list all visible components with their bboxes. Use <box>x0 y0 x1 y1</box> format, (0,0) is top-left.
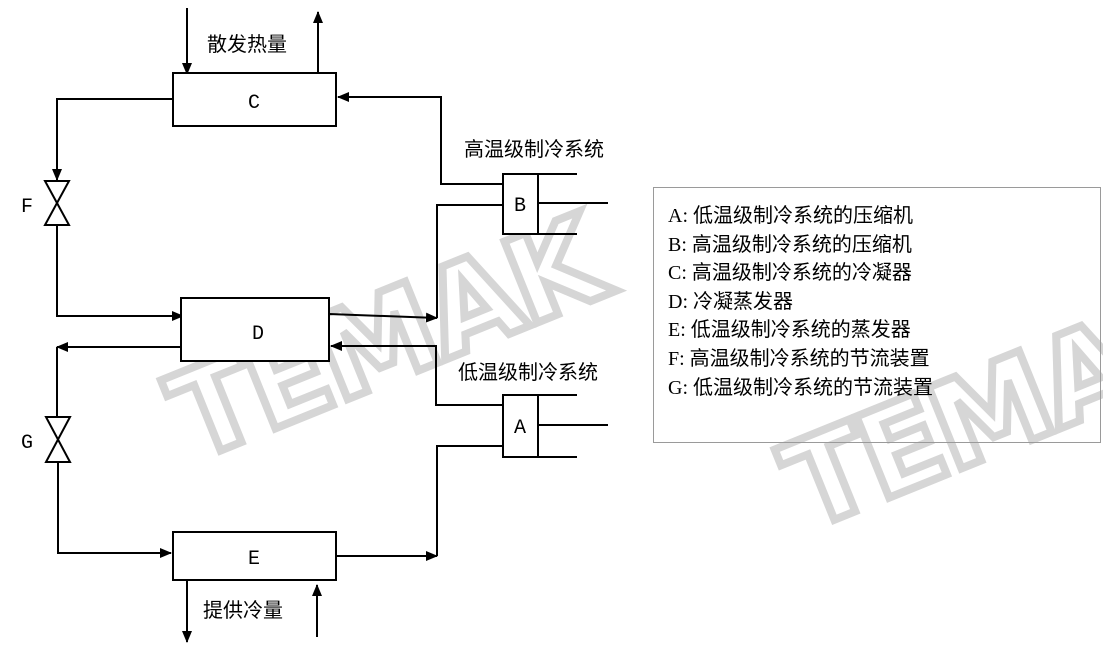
legend-item-e: E: 低温级制冷系统的蒸发器 <box>668 319 911 342</box>
throttle-valve-f <box>43 180 71 226</box>
legend-box: A: 低温级制冷系统的压缩机 B: 高温级制冷系统的压缩机 C: 高温级制冷系统… <box>653 187 1101 443</box>
legend-item-c: C: 高温级制冷系统的冷凝器 <box>668 262 912 285</box>
legend-item-a: A: 低温级制冷系统的压缩机 <box>668 205 913 227</box>
legend-item-f: F: 高温级制冷系统的节流装置 <box>668 347 930 370</box>
pipe-f-to-d <box>56 225 184 321</box>
legend-item-g: G: 低温级制冷系统的节流装置 <box>668 376 933 399</box>
pipe-d-to-b <box>436 204 503 318</box>
throttle-valve-g <box>44 416 72 463</box>
pipe-c-to-f <box>52 98 173 181</box>
compressor-b-label: B <box>514 195 526 218</box>
legend-item-d: D: 冷凝蒸发器 <box>668 290 793 313</box>
compressor-a-label: A <box>514 417 526 440</box>
high-stage-label: 高温级制冷系统 <box>464 137 604 161</box>
pipe-g-to-e <box>57 462 172 558</box>
legend-item-b: B: 高温级制冷系统的压缩机 <box>668 233 912 256</box>
heat-out-label: 散发热量 <box>207 32 287 56</box>
low-stage-label: 低温级制冷系统 <box>458 360 598 384</box>
cold-supply-label: 提供冷量 <box>203 598 283 622</box>
cascade-condenser-d <box>180 297 330 362</box>
pipe-d-to-b-arrow <box>328 312 438 323</box>
evaporator-e-label: E <box>248 548 260 571</box>
throttle-valve-g-label: G <box>21 432 33 455</box>
pipe-b-to-c <box>337 92 503 185</box>
throttle-valve-f-label: F <box>21 196 33 219</box>
cascade-condenser-d-label: D <box>252 323 264 346</box>
compressor-b <box>502 173 539 235</box>
condenser-c <box>172 72 337 127</box>
evaporator-e <box>172 531 337 581</box>
condenser-c-label: C <box>248 92 260 115</box>
pipe-a-to-d <box>330 341 503 406</box>
pipe-e-to-a <box>436 445 503 556</box>
